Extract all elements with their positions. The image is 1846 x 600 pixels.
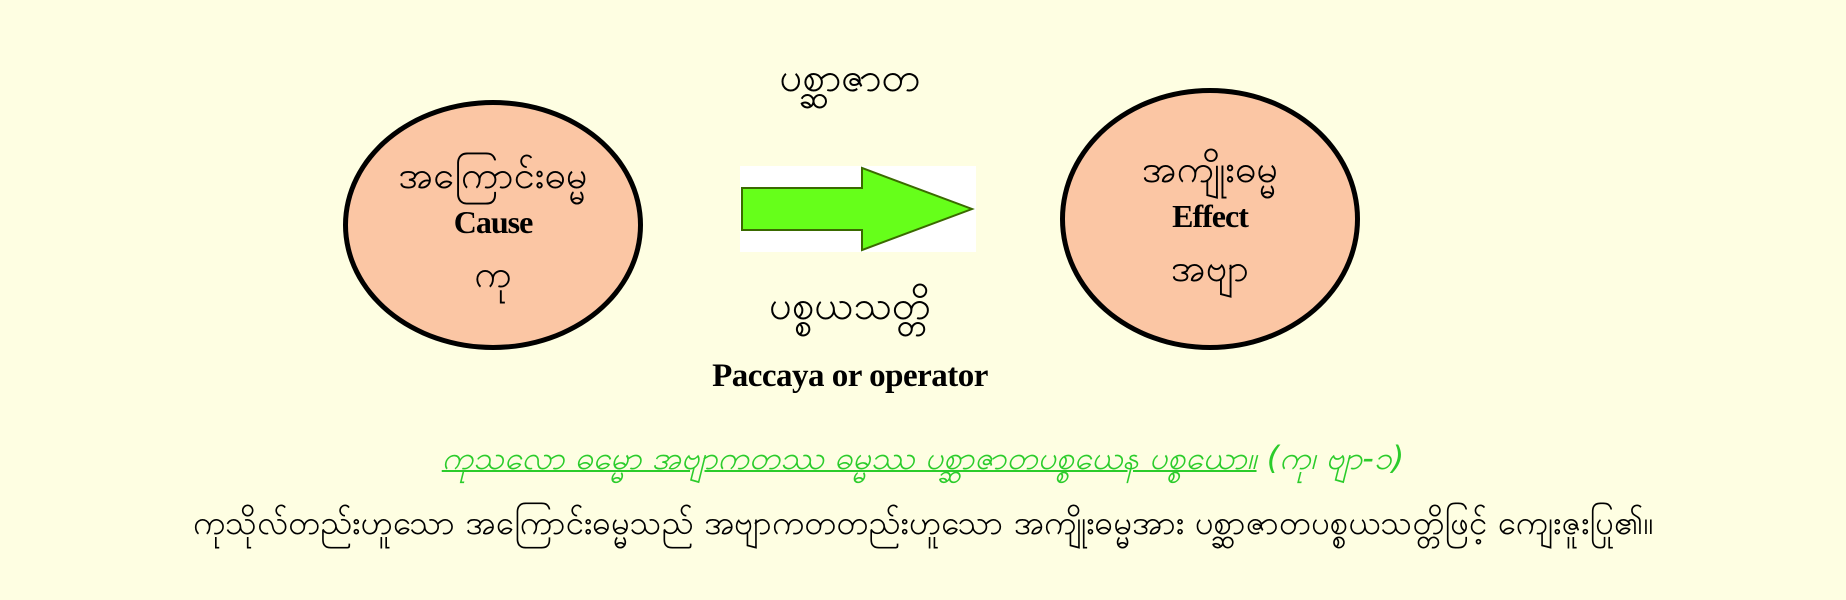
cause-myanmar-label: အကြောင်းဓမ္မ — [398, 153, 588, 197]
translation-text: ကုသိုလ်တည်းဟူသော အကြောင်းဓမ္မသည် အဗျာကတတ… — [192, 503, 1654, 542]
arrow-box — [740, 166, 976, 252]
effect-myanmar-label: အကျိုးဓမ္မ — [1141, 147, 1279, 191]
pali-reference: (ကု၊ ဗျာ-၁) — [1266, 439, 1405, 477]
effect-english-label: Effect — [1172, 197, 1249, 234]
relation-english-label: Paccaya or operator — [712, 358, 988, 394]
cause-pali-label: ကု — [474, 251, 512, 296]
cause-english-label: Cause — [453, 203, 534, 240]
relation-top-label: ပစ္ဆာဇာတ — [779, 55, 921, 101]
pali-quote-line: ကုသလော ဓမ္မော အဗျာကတဿ ဓမ္မဿ ပစ္ဆာဇာတပစ္စ… — [442, 437, 1405, 485]
relation-bottom-label: ပစ္စယသတ္တိ — [769, 283, 931, 329]
right-arrow-icon — [741, 166, 975, 252]
effect-circle: အကျိုးဓမ္မ Effect အဗျာ — [1060, 88, 1360, 350]
pali-quote: ကုသလော ဓမ္မော အဗျာကတဿ ဓမ္မဿ ပစ္ဆာဇာတပစ္စ… — [441, 439, 1257, 477]
cause-circle: အကြောင်းဓမ္မ Cause ကု — [343, 100, 643, 350]
effect-pali-label: အဗျာ — [1170, 245, 1250, 290]
